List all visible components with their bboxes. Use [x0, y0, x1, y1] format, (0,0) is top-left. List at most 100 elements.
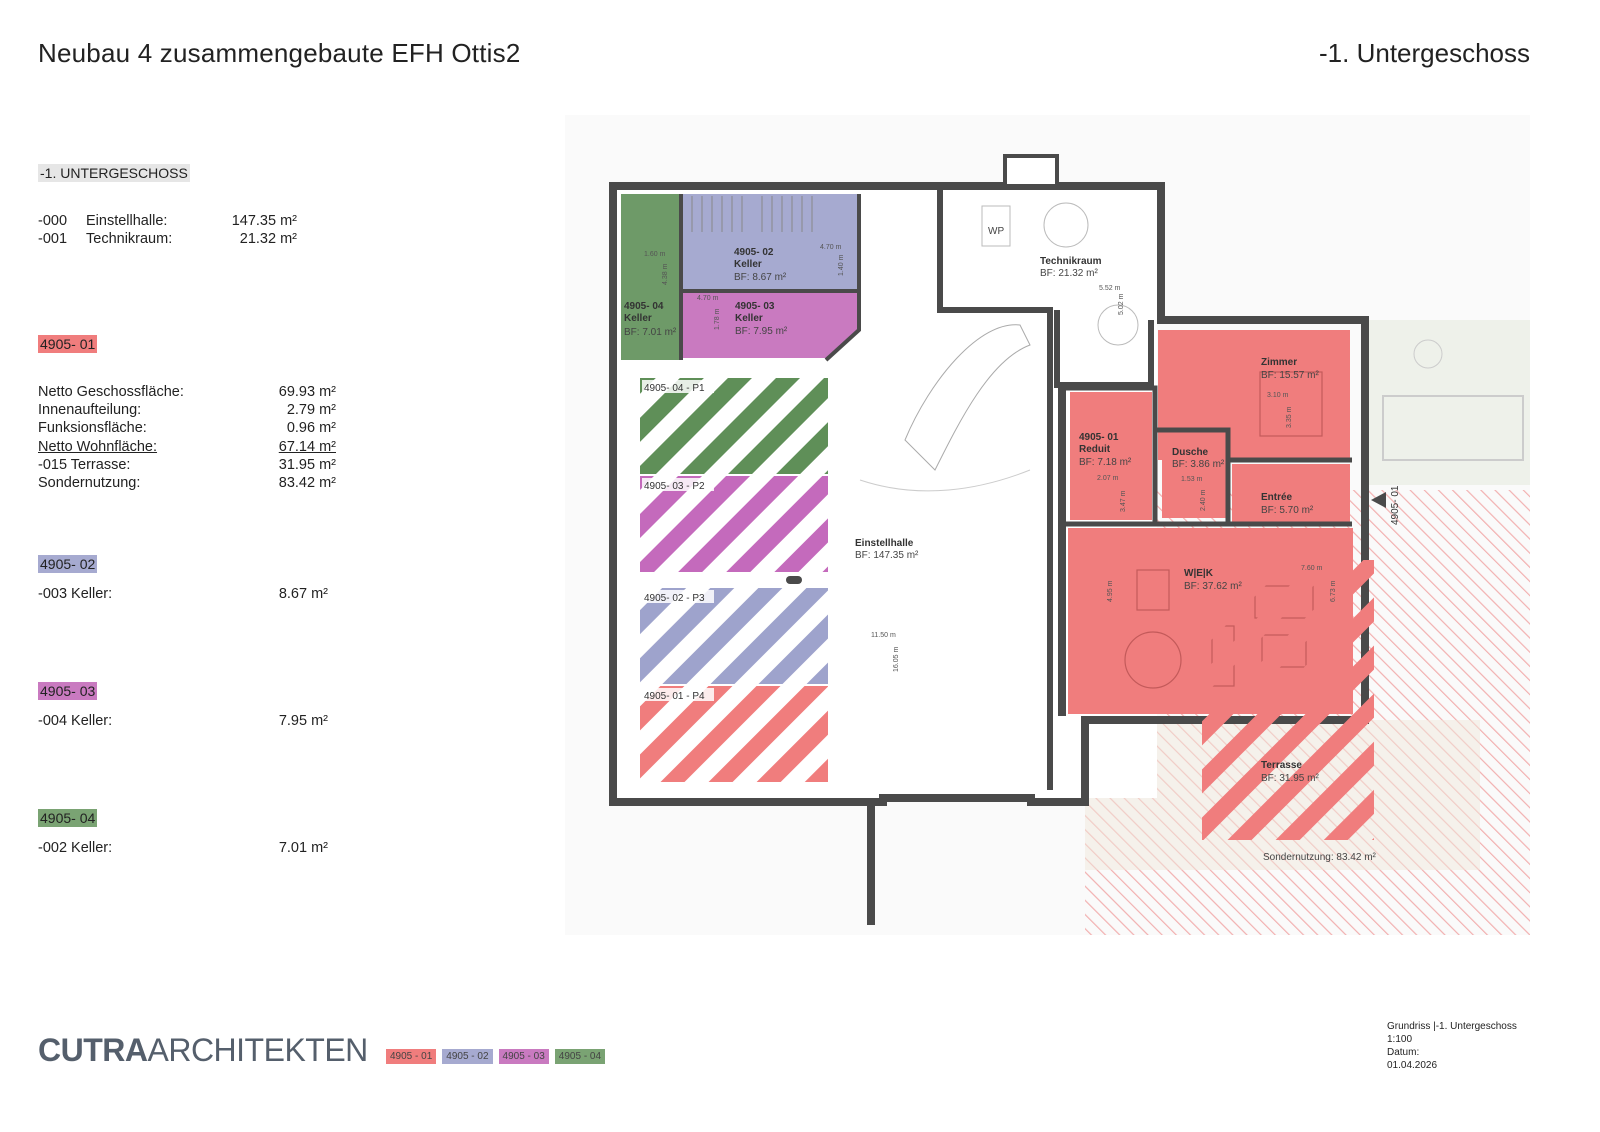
keller-walls	[679, 194, 861, 362]
unit-01-tag: 4905- 01	[38, 335, 98, 353]
unit-01-row-label: Sondernutzung:	[38, 475, 141, 491]
dim-label: 4.70 m	[697, 295, 719, 302]
dim-label: 3.10 m	[1267, 392, 1289, 399]
legend-item-01: 4905 - 01	[386, 1049, 437, 1064]
dim-label: 5.52 m	[1099, 285, 1121, 292]
unit-01-section: 4905- 01	[38, 335, 98, 354]
technik-walls	[937, 190, 1154, 790]
unit-01-row-label: Netto Wohnfläche:	[38, 439, 158, 455]
car-symbol	[904, 324, 1031, 471]
keller-03-name: Keller	[735, 313, 763, 324]
unit-03-section: 4905- 03	[38, 682, 98, 701]
summary-value: 21.32 m²	[239, 231, 297, 247]
parking-p1	[640, 378, 828, 474]
dim-label: 2.07 m	[1097, 475, 1119, 482]
entry-label: 4905- 01	[1390, 485, 1401, 525]
logo-light: ARCHITEKTEN	[147, 1032, 368, 1068]
terrasse	[1202, 560, 1374, 840]
terrasse-name: Terrasse	[1261, 760, 1302, 771]
zimmer-bf: BF: 15.57 m²	[1261, 370, 1319, 381]
technik-bf: BF: 21.32 m²	[1040, 268, 1098, 279]
project-title: Neubau 4 zusammengebaute EFH Ottis2	[38, 38, 521, 68]
logo-bold: CUTRA	[38, 1032, 148, 1068]
title-block: Grundriss |-1. Untergeschoss 1:100 Datum…	[1387, 1020, 1517, 1072]
parking-p3-label: 4905- 02 - P3	[644, 593, 705, 604]
keller-04-bf: BF: 7.01 m²	[624, 327, 677, 338]
parking-p4	[640, 686, 828, 782]
keller-04	[621, 194, 681, 360]
summary-heading: -1. UNTERGESCHOSS	[38, 164, 190, 182]
unit-01-row-label: Netto Geschossfläche:	[38, 384, 184, 400]
keller-04-name: Keller	[624, 313, 652, 324]
unit-04-value: 7.01 m²	[278, 840, 328, 856]
entree-bf: BF: 5.70 m²	[1261, 505, 1314, 516]
reduit-id: 4905- 01	[1079, 432, 1119, 443]
stairs-symbol	[691, 196, 813, 232]
wp-label: WP	[988, 226, 1004, 237]
unit-01-row-value: 2.79 m²	[286, 402, 336, 418]
reduit-name: Reduit	[1079, 444, 1111, 455]
parking-p2	[640, 476, 828, 572]
unit-03-tag: 4905- 03	[38, 682, 98, 700]
keller-03	[683, 292, 859, 358]
keller-03-bf: BF: 7.95 m²	[735, 326, 788, 337]
einstell-bf: BF: 147.35 m²	[855, 550, 919, 561]
unit-02-label: -003 Keller:	[38, 586, 113, 602]
unit-01-row-value: 67.14 m²	[278, 439, 336, 455]
tank-symbol	[1043, 202, 1089, 248]
plan-scale: 1:100	[1387, 1034, 1413, 1045]
wek-bf: BF: 37.62 m²	[1184, 581, 1242, 592]
einstell-name: Einstellhalle	[855, 538, 914, 549]
dim-label: 3.35 m	[1286, 406, 1293, 428]
dim-label: 6.73 m	[1330, 580, 1337, 602]
unit-04-section: 4905- 04	[38, 809, 98, 828]
dim-label: 1.60 m	[644, 251, 666, 258]
dim-label: 3.47 m	[1120, 490, 1127, 512]
dusche-bf: BF: 3.86 m²	[1172, 459, 1225, 470]
wek-name: W|E|K	[1184, 568, 1214, 579]
legend-item-03: 4905 - 03	[498, 1049, 549, 1064]
tree-symbol	[1413, 339, 1443, 369]
pool	[1382, 395, 1524, 461]
light-shaft	[1003, 154, 1059, 188]
unit-03-label: -004 Keller:	[38, 713, 113, 729]
plan-title: Grundriss |-1. Untergeschoss	[1387, 1021, 1517, 1032]
dusche-name: Dusche	[1172, 447, 1209, 458]
entree-name: Entrée	[1261, 492, 1293, 503]
dim-label: 16.05 m	[893, 647, 900, 672]
unit-01-row-label: Funksionsfläche:	[38, 420, 147, 436]
legend-item-04: 4905 - 04	[554, 1049, 606, 1064]
unit-01-row-value: 31.95 m²	[278, 457, 336, 473]
outer-wall	[609, 182, 1369, 806]
summary-section: -1. UNTERGESCHOSS	[38, 164, 190, 183]
dim-label: 4.95 m	[1107, 580, 1114, 602]
room-dusche	[1162, 434, 1226, 518]
parking-p4-label: 4905- 01 - P4	[644, 691, 705, 702]
wp-unit	[981, 205, 1011, 247]
dim-label: 4.38 m	[662, 263, 669, 285]
room-entree	[1232, 464, 1350, 526]
keller-02-bf: BF: 8.67 m²	[734, 272, 787, 283]
dim-label: 1.53 m	[1181, 476, 1203, 483]
dim-label: 11.50 m	[871, 632, 896, 639]
floor-title: -1. Untergeschoss	[1319, 38, 1530, 68]
dim-label: 4.70 m	[820, 244, 842, 251]
terrasse-bf: BF: 31.95 m²	[1261, 773, 1319, 784]
unit-02-section: 4905- 02	[38, 555, 98, 574]
summary-value: 147.35 m²	[231, 213, 297, 229]
unit-01-row-value: 83.42 m²	[278, 475, 336, 491]
plan-date: 01.04.2026	[1387, 1060, 1438, 1071]
unit-03-value: 7.95 m²	[278, 713, 328, 729]
company-logo: CUTRAARCHITEKTEN	[38, 1032, 368, 1069]
unit-01-row-value: 0.96 m²	[286, 420, 336, 436]
reduit-bf: BF: 7.18 m²	[1079, 457, 1132, 468]
date-label: Datum:	[1387, 1047, 1420, 1058]
dim-label: 2.40 m	[1200, 489, 1207, 511]
unit-04-label: -002 Keller:	[38, 840, 113, 856]
apartment-walls	[1065, 385, 1352, 527]
dim-label: 1.78 m	[714, 308, 721, 330]
keller-02-id: 4905- 02	[734, 247, 774, 258]
garden-area	[1365, 320, 1530, 485]
